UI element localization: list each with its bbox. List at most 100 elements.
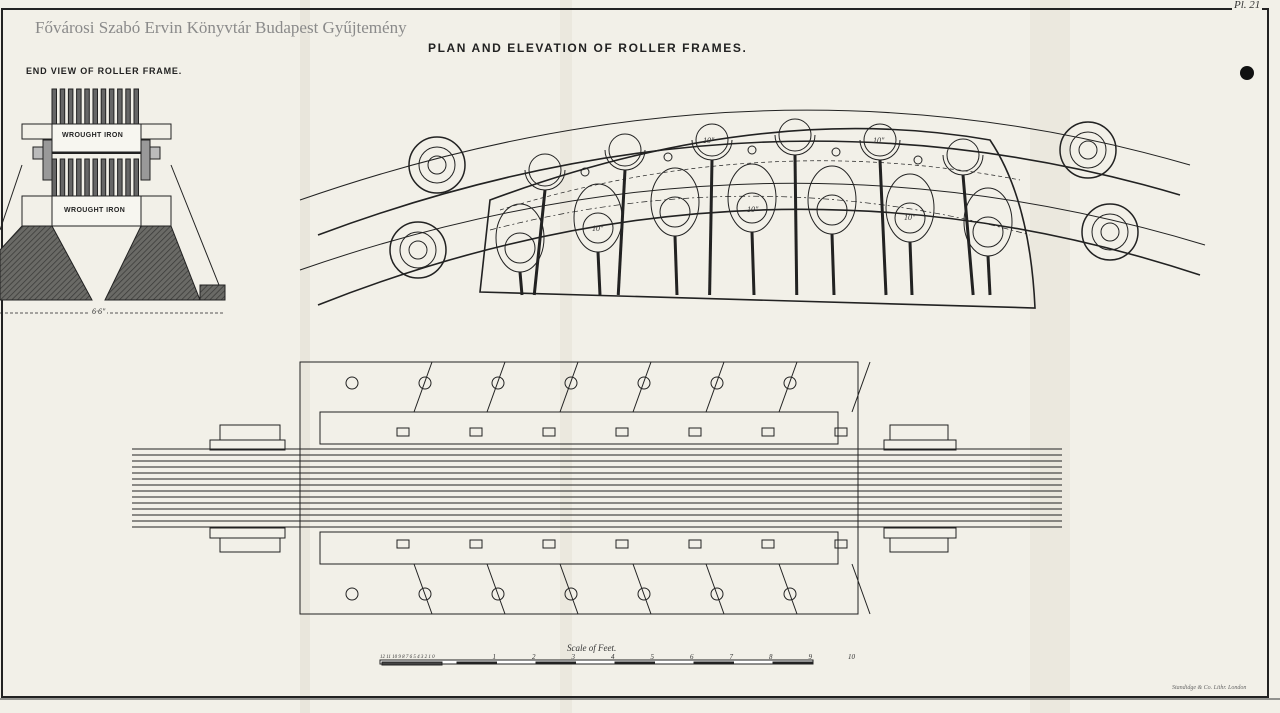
pin	[783, 587, 797, 601]
link-block	[761, 539, 775, 549]
link-stem	[750, 231, 756, 296]
pin	[345, 587, 359, 601]
upper-roller	[863, 123, 897, 157]
bar-section	[108, 158, 115, 197]
bar-section	[133, 158, 139, 197]
bolt-head	[747, 145, 757, 155]
bar-section	[100, 88, 107, 125]
pin	[491, 376, 505, 390]
fold-shade	[1030, 0, 1070, 713]
roller-link	[727, 163, 777, 233]
frame-edge	[851, 563, 871, 615]
roller-dimension: 10"	[592, 224, 604, 233]
link-block	[834, 539, 848, 549]
link-block	[542, 427, 556, 437]
scale-segment	[456, 661, 497, 665]
pin	[418, 376, 432, 390]
bar-section	[84, 158, 90, 197]
frame-edge	[559, 563, 579, 615]
roller-link	[885, 173, 935, 243]
frame-arm	[708, 159, 714, 296]
pin	[564, 376, 578, 390]
elevation-drawing	[299, 109, 1206, 309]
end-nut	[1081, 203, 1139, 261]
bar-section	[59, 88, 66, 125]
end-nut	[1059, 121, 1117, 179]
link-stem	[673, 235, 679, 296]
scale-segment	[772, 661, 813, 665]
bar-section	[108, 88, 115, 125]
bar-section	[92, 158, 98, 197]
end-view-title: END VIEW OF ROLLER FRAME.	[26, 66, 182, 76]
frame-edge	[778, 361, 798, 413]
fold-shade	[560, 0, 572, 713]
link-block	[469, 539, 483, 549]
bolt-head	[663, 152, 673, 162]
bolt-head	[913, 155, 923, 165]
link-block	[688, 539, 702, 549]
ink-blot	[1240, 66, 1254, 80]
lower-roller	[582, 212, 614, 244]
end-nut	[389, 221, 447, 279]
lower-material-label: WROUGHT IRON	[64, 207, 126, 214]
frame-edge	[778, 563, 798, 615]
scale-tick-label: 8	[769, 653, 773, 661]
pin	[783, 376, 797, 390]
pin	[710, 587, 724, 601]
frame-edge	[632, 563, 652, 615]
bar-section	[117, 158, 123, 197]
pin	[710, 376, 724, 390]
frame-edge	[413, 361, 433, 413]
end-nut-inner	[418, 146, 456, 184]
scale-segment	[614, 661, 655, 665]
scale-tick-label: 9	[808, 653, 813, 661]
frame-arm	[793, 154, 799, 296]
scale-tick-label: 10	[848, 653, 855, 661]
lower-roller	[972, 216, 1004, 248]
upper-roller	[528, 153, 562, 187]
bar-section	[76, 158, 82, 197]
link-block	[834, 427, 848, 437]
roller-bearing	[524, 169, 566, 191]
end-view-drawing	[0, 88, 226, 314]
plate-border	[1, 8, 1269, 698]
frame-arm	[616, 169, 627, 296]
lower-roller	[659, 196, 691, 228]
roller-bearing	[691, 139, 733, 161]
width-dimension: 6·6"	[90, 307, 108, 316]
plate-number: Pl. 21	[1232, 0, 1263, 11]
lower-roller	[736, 192, 768, 224]
upper-roller	[946, 138, 980, 172]
bar-section	[84, 88, 90, 125]
scale-tick-label: 4	[611, 653, 615, 661]
bar-section	[92, 88, 98, 125]
end-nut-core	[1078, 140, 1098, 160]
upper-material-label: WROUGHT IRON	[62, 132, 124, 139]
link-block	[542, 539, 556, 549]
frame-arm	[532, 189, 547, 296]
frame-edge	[559, 361, 579, 413]
link-block	[469, 427, 483, 437]
link-block	[396, 427, 410, 437]
bolt-head	[831, 147, 841, 157]
link-block	[615, 427, 629, 437]
bar-section	[125, 88, 131, 125]
upper-roller	[695, 123, 729, 157]
link-stem	[908, 241, 914, 296]
roller-dimension: 10"	[873, 136, 885, 145]
plate-title: PLAN AND ELEVATION OF ROLLER FRAMES.	[428, 41, 748, 55]
end-nut-inner	[1091, 213, 1129, 251]
bar-section	[51, 158, 57, 197]
bar-section	[133, 88, 139, 125]
roller-dimension: 10"	[747, 205, 759, 214]
roller-bearing	[604, 149, 646, 171]
scale-subdivisions: 12 11 10 9 8 7 6 5 4 3 2 1 0	[380, 655, 435, 660]
end-nut-core	[427, 155, 447, 175]
roller-link	[650, 167, 700, 237]
bar-section	[117, 88, 123, 125]
lower-roller	[504, 232, 536, 264]
pin	[345, 376, 359, 390]
pin	[564, 587, 578, 601]
pin	[418, 587, 432, 601]
